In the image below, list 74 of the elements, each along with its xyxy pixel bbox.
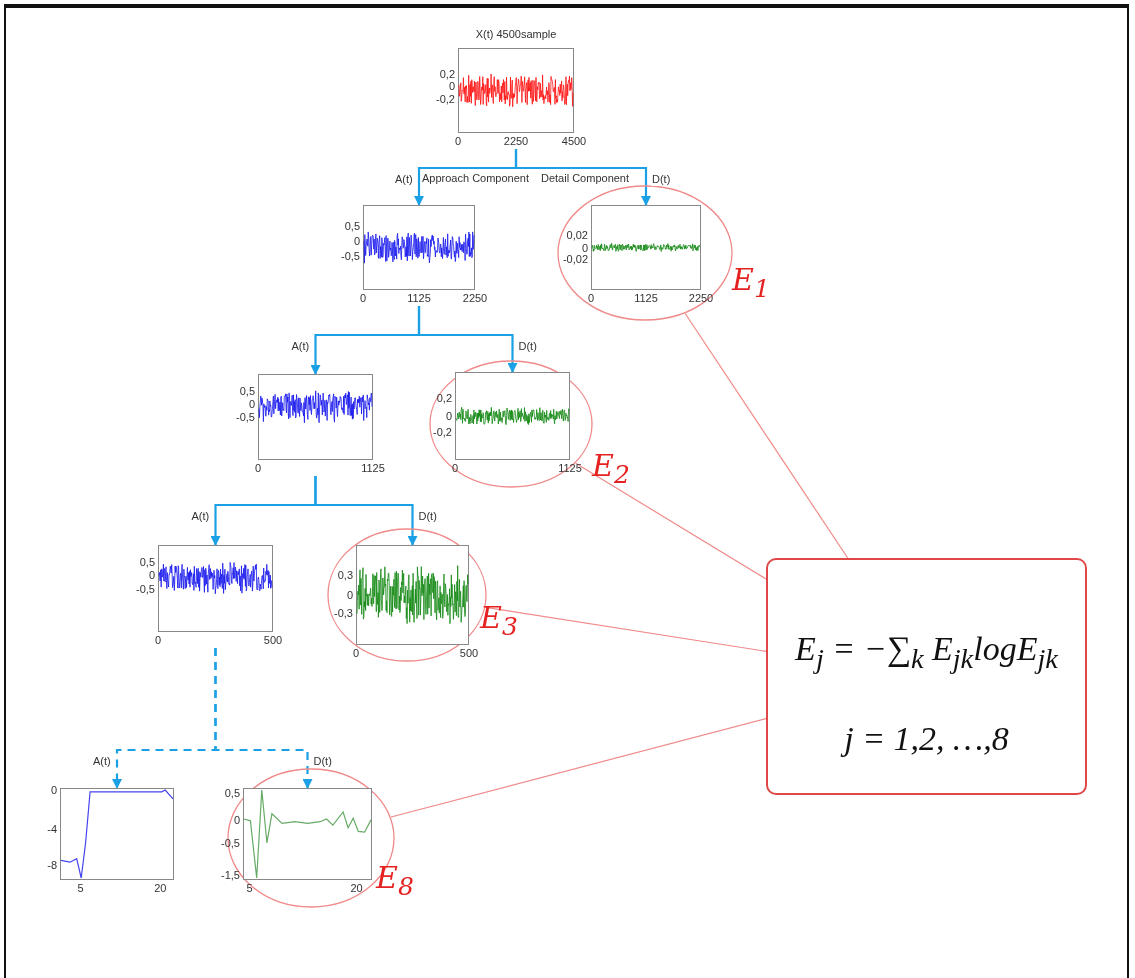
edge-label: D(t) (312, 755, 333, 768)
axis-tick-label: -1,5 (221, 869, 240, 882)
energy-label: E$_{3}$ (480, 600, 518, 641)
edge-label: A(t) (290, 340, 311, 353)
axis-tick-label: 0 (233, 814, 240, 827)
arrow (314, 476, 418, 546)
axis-tick-label: -0,5 (236, 411, 255, 423)
axis-tick-label: 0 (445, 410, 452, 422)
axis-tick-label: 0,5 (224, 786, 240, 799)
energy-label: E$_{8}$ (376, 860, 414, 901)
formula-box (766, 558, 1087, 795)
axis-tick-label: -0,3 (334, 607, 353, 619)
axis-tick-label: 20 (350, 882, 363, 894)
branch-label: Detail Component (540, 172, 631, 185)
edge-label: D(t) (651, 173, 672, 186)
edge-label: D(t) (517, 340, 538, 353)
energy-label: E$_{2}$ (592, 448, 630, 489)
axis-tick-label: -0,02 (562, 252, 588, 265)
axis-tick-label: -0,5 (136, 582, 155, 595)
axis-tick-label: 0 (451, 462, 459, 474)
axis-tick-label: 0 (254, 462, 262, 474)
axis-tick-label: 1125 (634, 292, 658, 304)
energy-label: E$_{1}$ (732, 262, 770, 303)
leader-line (684, 312, 849, 559)
axis-tick-label: 0,5 (239, 385, 255, 398)
axis-tick-label: 0 (346, 589, 353, 601)
axis-tick-label: 1125 (558, 462, 582, 474)
axis-tick-label: 2250 (688, 292, 714, 304)
chart-title: X(t) 4500sample (474, 28, 558, 40)
axis-tick-label: -0,5 (221, 837, 240, 850)
axis-tick-label: 0 (148, 569, 155, 582)
entropy-formula: E$_{j}$ = −∑$_{k}$ E$_{jk}$logE$_{jk}$ (793, 630, 1059, 675)
axis-tick-label: -0,2 (433, 425, 452, 438)
axis-tick-label: 2250 (503, 135, 529, 147)
axis-tick-label: 0,5 (344, 220, 360, 233)
axis-tick-label: 0 (352, 647, 360, 659)
axis-tick-label: 1125 (407, 292, 431, 304)
axis-tick-label: 4500 (561, 135, 587, 147)
axis-tick-label: 1125 (361, 462, 385, 474)
axis-tick-label: 0,2 (439, 67, 455, 80)
edge-label: A(t) (92, 755, 112, 768)
axis-tick-label: 0,2 (436, 392, 452, 405)
axis-tick-label: 0 (587, 292, 595, 304)
axis-tick-label: 2250 (462, 292, 488, 304)
axis-tick-label: 500 (263, 634, 283, 646)
arrow (417, 306, 518, 373)
axis-tick-label: 500 (459, 647, 479, 659)
leader-line (575, 462, 767, 580)
axis-tick-label: 0 (454, 135, 462, 147)
index-range: j = 1,2, …,8 (768, 720, 1085, 758)
axis-tick-label: 0 (448, 80, 455, 93)
axis-tick-label: 0,3 (337, 569, 353, 581)
edge-label: A(t) (190, 510, 211, 523)
arrow (514, 149, 651, 206)
arrow (214, 648, 313, 789)
axis-tick-label: -4 (47, 823, 57, 836)
axis-tick-label: 0 (581, 241, 588, 254)
edge-label: D(t) (417, 510, 438, 523)
axis-tick-label: 0 (50, 783, 57, 796)
edge-label: A(t) (394, 173, 414, 186)
axis-tick-label: 0 (353, 234, 360, 247)
axis-tick-label: 5 (77, 882, 84, 894)
axis-tick-label: 0 (248, 398, 255, 411)
branch-label: Approach Component (421, 172, 530, 185)
axis-tick-label: 20 (154, 882, 167, 894)
axis-tick-label: -0,2 (436, 93, 455, 105)
axis-tick-label: 0,5 (139, 556, 155, 569)
axis-tick-label: -8 (47, 859, 57, 872)
axis-tick-label: 0,02 (566, 228, 588, 241)
axis-tick-label: 0 (359, 292, 367, 304)
axis-tick-label: -0,5 (341, 250, 360, 262)
axis-tick-label: 0 (154, 634, 162, 646)
axis-tick-label: 5 (246, 882, 253, 894)
leader-line (390, 718, 767, 818)
